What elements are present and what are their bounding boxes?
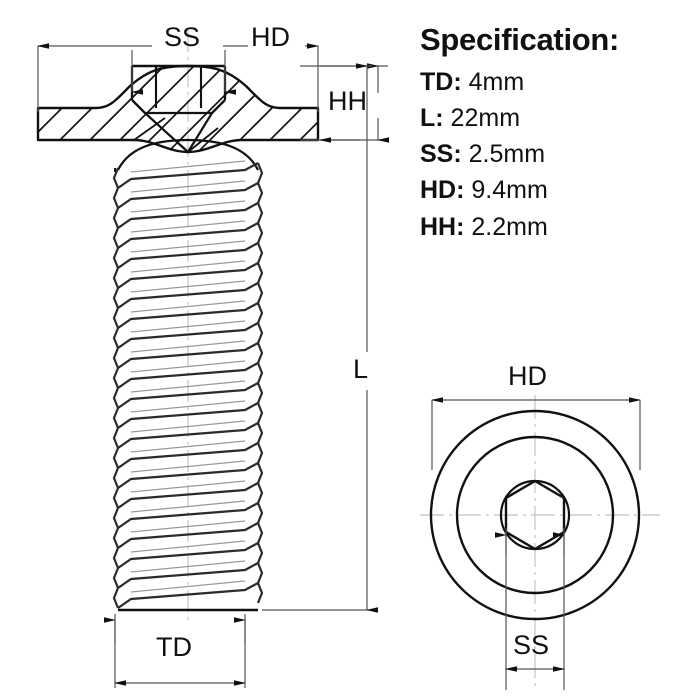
specification-key: HH: xyxy=(420,212,465,241)
label-ss-side: SS xyxy=(164,22,201,52)
specification-row: SS: 2.5mm xyxy=(420,136,690,172)
threaded-shank xyxy=(112,160,264,612)
specification-value: 2.2mm xyxy=(464,212,548,241)
label-hd-top: HD xyxy=(508,361,547,391)
specification-value: 2.5mm xyxy=(461,140,546,169)
dimension-hh xyxy=(300,63,389,143)
label-td: TD xyxy=(156,632,192,662)
head-dome-circle xyxy=(455,435,615,595)
label-hd-side: HD xyxy=(251,22,290,52)
specification-key: TD: xyxy=(420,67,462,96)
specification-value: 9.4mm xyxy=(464,176,548,205)
hex-socket-top-view xyxy=(504,479,566,551)
screw-head-outline xyxy=(36,64,320,154)
specification-key: SS: xyxy=(420,140,462,169)
dimension-l xyxy=(262,63,378,613)
dimension-td xyxy=(104,614,246,688)
specification-key: L: xyxy=(420,103,444,132)
specification-row: HD: 9.4mm xyxy=(420,172,690,208)
specification-row: HH: 2.2mm xyxy=(420,209,690,245)
specification-row: TD: 4mm xyxy=(420,64,690,100)
specification-value: 4mm xyxy=(461,67,525,96)
section-hatching xyxy=(38,66,318,152)
flange-outer-circle xyxy=(429,409,641,621)
label-l: L xyxy=(353,354,369,384)
specification-key: HD: xyxy=(420,176,465,205)
specification-value: 22mm xyxy=(443,103,521,132)
dimension-hd-side xyxy=(37,43,319,112)
specification-row: L: 22mm xyxy=(420,100,690,136)
label-hh: HH xyxy=(328,86,367,116)
dimension-ss-top xyxy=(495,528,565,690)
specification-title: Specification: xyxy=(420,22,620,57)
dimension-hd-top xyxy=(431,397,641,470)
top-view-group xyxy=(420,395,660,690)
shank-underhead xyxy=(114,138,259,172)
dimension-ss-side xyxy=(131,50,236,95)
label-ss-top: SS xyxy=(513,630,550,660)
